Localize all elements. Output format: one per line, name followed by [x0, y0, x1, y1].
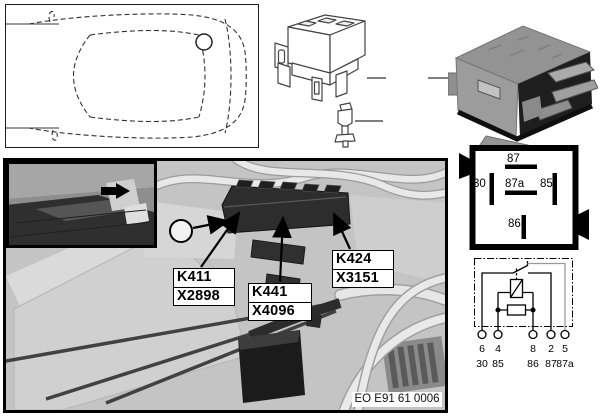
inset-border [6, 161, 157, 248]
socket-side-face [329, 20, 366, 74]
relay-clip [477, 79, 501, 100]
socket-slot [297, 20, 317, 27]
terminal-circle-87a [560, 329, 570, 340]
wire-87 [528, 272, 552, 330]
carrier-highlight [223, 196, 347, 208]
pin-30-bar [489, 173, 494, 205]
pin-87-label: 87 [507, 153, 520, 165]
car-roof-line-top [89, 29, 200, 36]
relay-blade-pin-2 [551, 79, 598, 103]
terminal-pin-number: 2 [548, 343, 554, 355]
socket-tab-slot [313, 81, 320, 95]
connector-code: X2898 [174, 286, 234, 306]
car-mirror-left [48, 10, 55, 23]
pin-30-label: 30 [473, 178, 486, 190]
terminal-function: 87 [545, 358, 557, 370]
socket-slot [317, 17, 337, 24]
pin-diagram-right-tab [575, 209, 589, 240]
relay-socket-drawing [274, 14, 452, 148]
resistor-symbol [506, 304, 527, 316]
car-outline-drawing [6, 10, 247, 141]
terminal-circle-87 [546, 329, 556, 340]
relay-blade-pin-3 [535, 99, 573, 121]
large-connector [238, 330, 305, 403]
junction-dot [530, 307, 536, 313]
switch-blade [512, 264, 528, 274]
car-body-outline [28, 13, 247, 139]
relay-photo [448, 25, 598, 154]
terminal-pin-number: 6 [479, 343, 485, 355]
pin-87a-label: 87a [505, 178, 525, 190]
terminal-circle-30 [477, 329, 487, 340]
pin-86-label: 86 [508, 218, 521, 230]
relay-code: K424 [336, 251, 372, 267]
label-box-k424: K424 X3151 [332, 250, 394, 288]
terminal-pin-drawing [334, 102, 356, 148]
label-box-k411: K411 X2898 [173, 268, 235, 306]
wire-30 [481, 272, 513, 330]
wire-87a [527, 262, 566, 330]
car-windshield-line [72, 34, 91, 118]
pin-85-label: 85 [540, 178, 553, 190]
harness-tubes-top [145, 161, 445, 200]
relay-circuit-schematic: 6 4 8 2 5 30 85 86 87 87a [474, 258, 574, 370]
image-reference-code: EO E91 61 0006 [352, 392, 442, 407]
small-connector-1 [250, 239, 306, 265]
harness-tubes-bottom [334, 273, 445, 410]
connector-code: X4096 [249, 301, 311, 321]
terminal-function: 30 [476, 358, 488, 370]
relay-carrier-ribs [235, 179, 342, 194]
terminal-function: 85 [492, 358, 504, 370]
relay-code: K411 [177, 269, 212, 285]
terminal-circle-85 [493, 329, 503, 340]
relay-blade-pin-1 [547, 61, 595, 83]
relay-inner-bracket [522, 96, 542, 122]
large-connector-top [238, 330, 300, 350]
pin-85-bar [552, 173, 557, 205]
pin-diagram-left-tab [459, 153, 472, 179]
relay-location-marker-circle [195, 33, 213, 51]
location-photo: K411 X2898 K441 X4096 K424 X3151 EO E91 … [3, 158, 448, 413]
schematic-boundary [474, 258, 573, 327]
pin-87-bar [505, 164, 537, 169]
car-trunk-line [224, 18, 232, 134]
socket-slot [335, 20, 355, 27]
trunk-inset-photo [6, 161, 157, 248]
connector-code: X3151 [333, 268, 393, 288]
relay-top-markings [487, 35, 563, 59]
callout-circle [169, 219, 193, 243]
k411-arrow [200, 211, 241, 268]
terminal-circle-86 [528, 329, 538, 340]
pin-87a-bar [505, 190, 537, 195]
terminal-pin-number: 5 [562, 343, 568, 355]
car-roof-line-bottom [89, 116, 200, 123]
ribbed-grille [381, 336, 445, 394]
location-arrow-icon [101, 183, 130, 199]
relay-bottom-edge [456, 103, 594, 142]
terminal-pin-number: 4 [495, 343, 501, 355]
label-box-k441: K441 X4096 [248, 283, 312, 321]
coil-diagonal [509, 279, 524, 298]
car-location-panel [5, 4, 259, 148]
junction-dot [495, 307, 501, 313]
k441-arrow [272, 215, 292, 283]
relay-pin-diagram: 87 30 87a 85 86 [459, 145, 589, 250]
k424-arrow [332, 211, 352, 250]
pin-86-bar [521, 215, 526, 239]
relay-code: K441 [252, 284, 288, 300]
socket-bracket2 [277, 62, 291, 88]
socket-bracket-slot [277, 49, 286, 64]
car-mirror-right [51, 129, 58, 141]
socket-tab2 [335, 70, 348, 98]
terminal-pin-number: 8 [530, 343, 536, 355]
terminal-function: 87a [556, 358, 574, 370]
terminal-function: 86 [527, 358, 539, 370]
